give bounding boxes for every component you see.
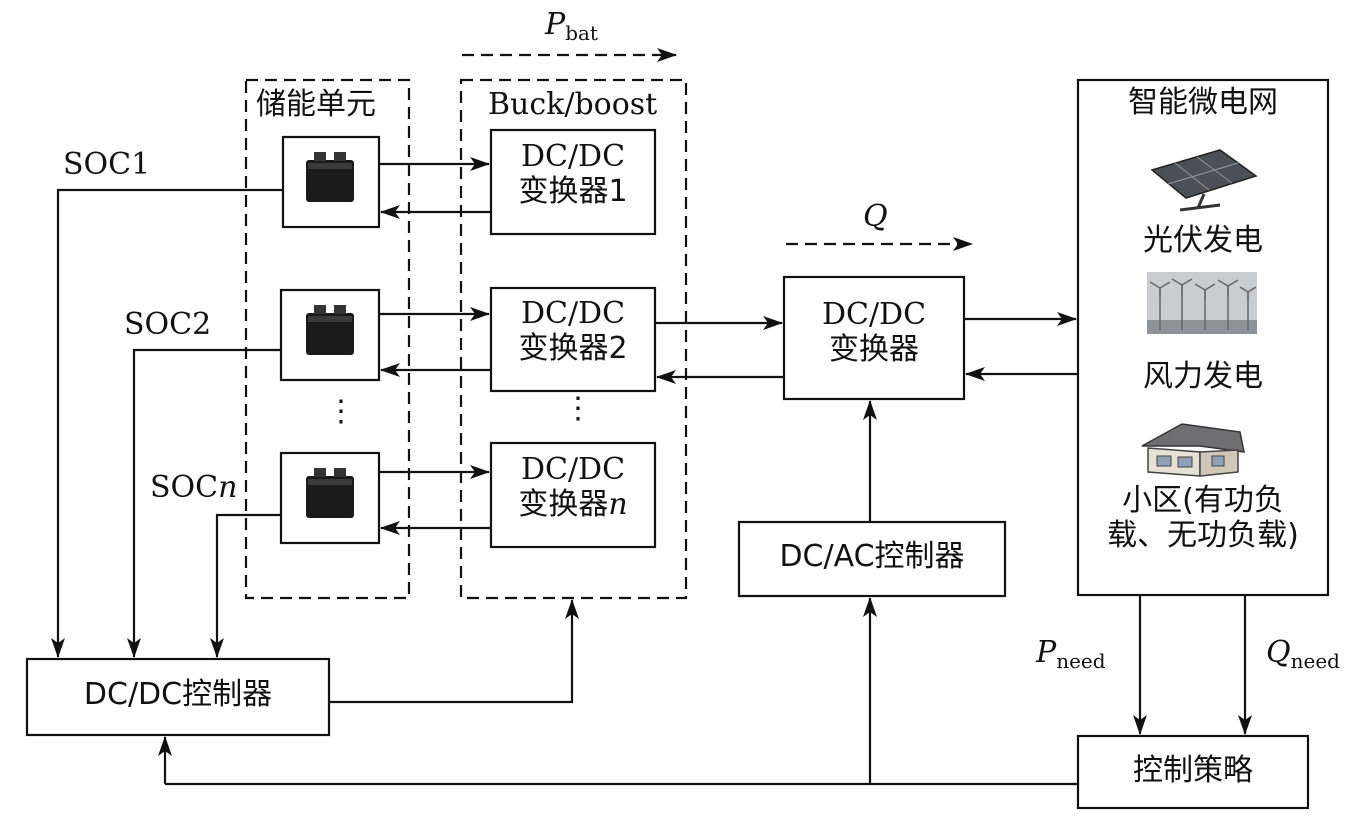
battery-n-box [279, 451, 381, 545]
socn-line [210, 513, 281, 658]
buck-boost-title: Buck/boost [488, 87, 658, 122]
buck-boost-group [459, 78, 688, 600]
arrow-dcdc-ctrl-to-buckboost [329, 599, 579, 704]
soc2-line [127, 348, 281, 658]
battery-1-box [281, 135, 381, 229]
microgrid-box [1076, 78, 1330, 597]
soc1-line [51, 188, 283, 658]
main-converter-box [782, 275, 966, 401]
control-strategy-box [1076, 734, 1310, 810]
soc1-label: SOC1 [63, 147, 151, 182]
storage-dots: ⋮ [326, 394, 356, 429]
pbat-label: Pbat [545, 7, 598, 45]
pneed-label: Pneed [1036, 635, 1106, 673]
converter-dots: ⋮ [563, 391, 593, 426]
qneed-label: Qneed [1266, 635, 1340, 673]
pv-label: 光伏发电 [1143, 223, 1263, 258]
converter-n-box [489, 441, 657, 549]
wind-label: 风力发电 [1143, 359, 1263, 394]
dcdc-controller-box [25, 657, 331, 737]
microgrid-title: 智能微电网 [1128, 85, 1278, 120]
battery-icon [306, 468, 354, 518]
battery-icon [306, 152, 354, 202]
converter-1-box [489, 128, 657, 236]
load-label: 小区(有功负载、无功负载) [1107, 483, 1299, 553]
converter-2-box [489, 286, 657, 393]
solar-panel-icon [1150, 149, 1258, 212]
dcac-controller-label: DC/AC控制器 [779, 539, 965, 574]
q-label: Q [863, 199, 888, 234]
soc2-label: SOC2 [124, 307, 212, 342]
storage-unit-group [244, 78, 411, 600]
battery-2-box [279, 288, 381, 382]
house-icon [1141, 423, 1245, 477]
battery-icon [306, 305, 354, 355]
control-strategy-label: 控制策略 [1133, 753, 1253, 788]
dcdc-controller-label: DC/DC控制器 [83, 677, 273, 712]
dcac-controller-box [737, 520, 1007, 598]
socn-label: SOCn [150, 470, 238, 505]
storage-unit-title: 储能单元 [256, 87, 376, 122]
wind-turbine-icon [1147, 272, 1257, 334]
